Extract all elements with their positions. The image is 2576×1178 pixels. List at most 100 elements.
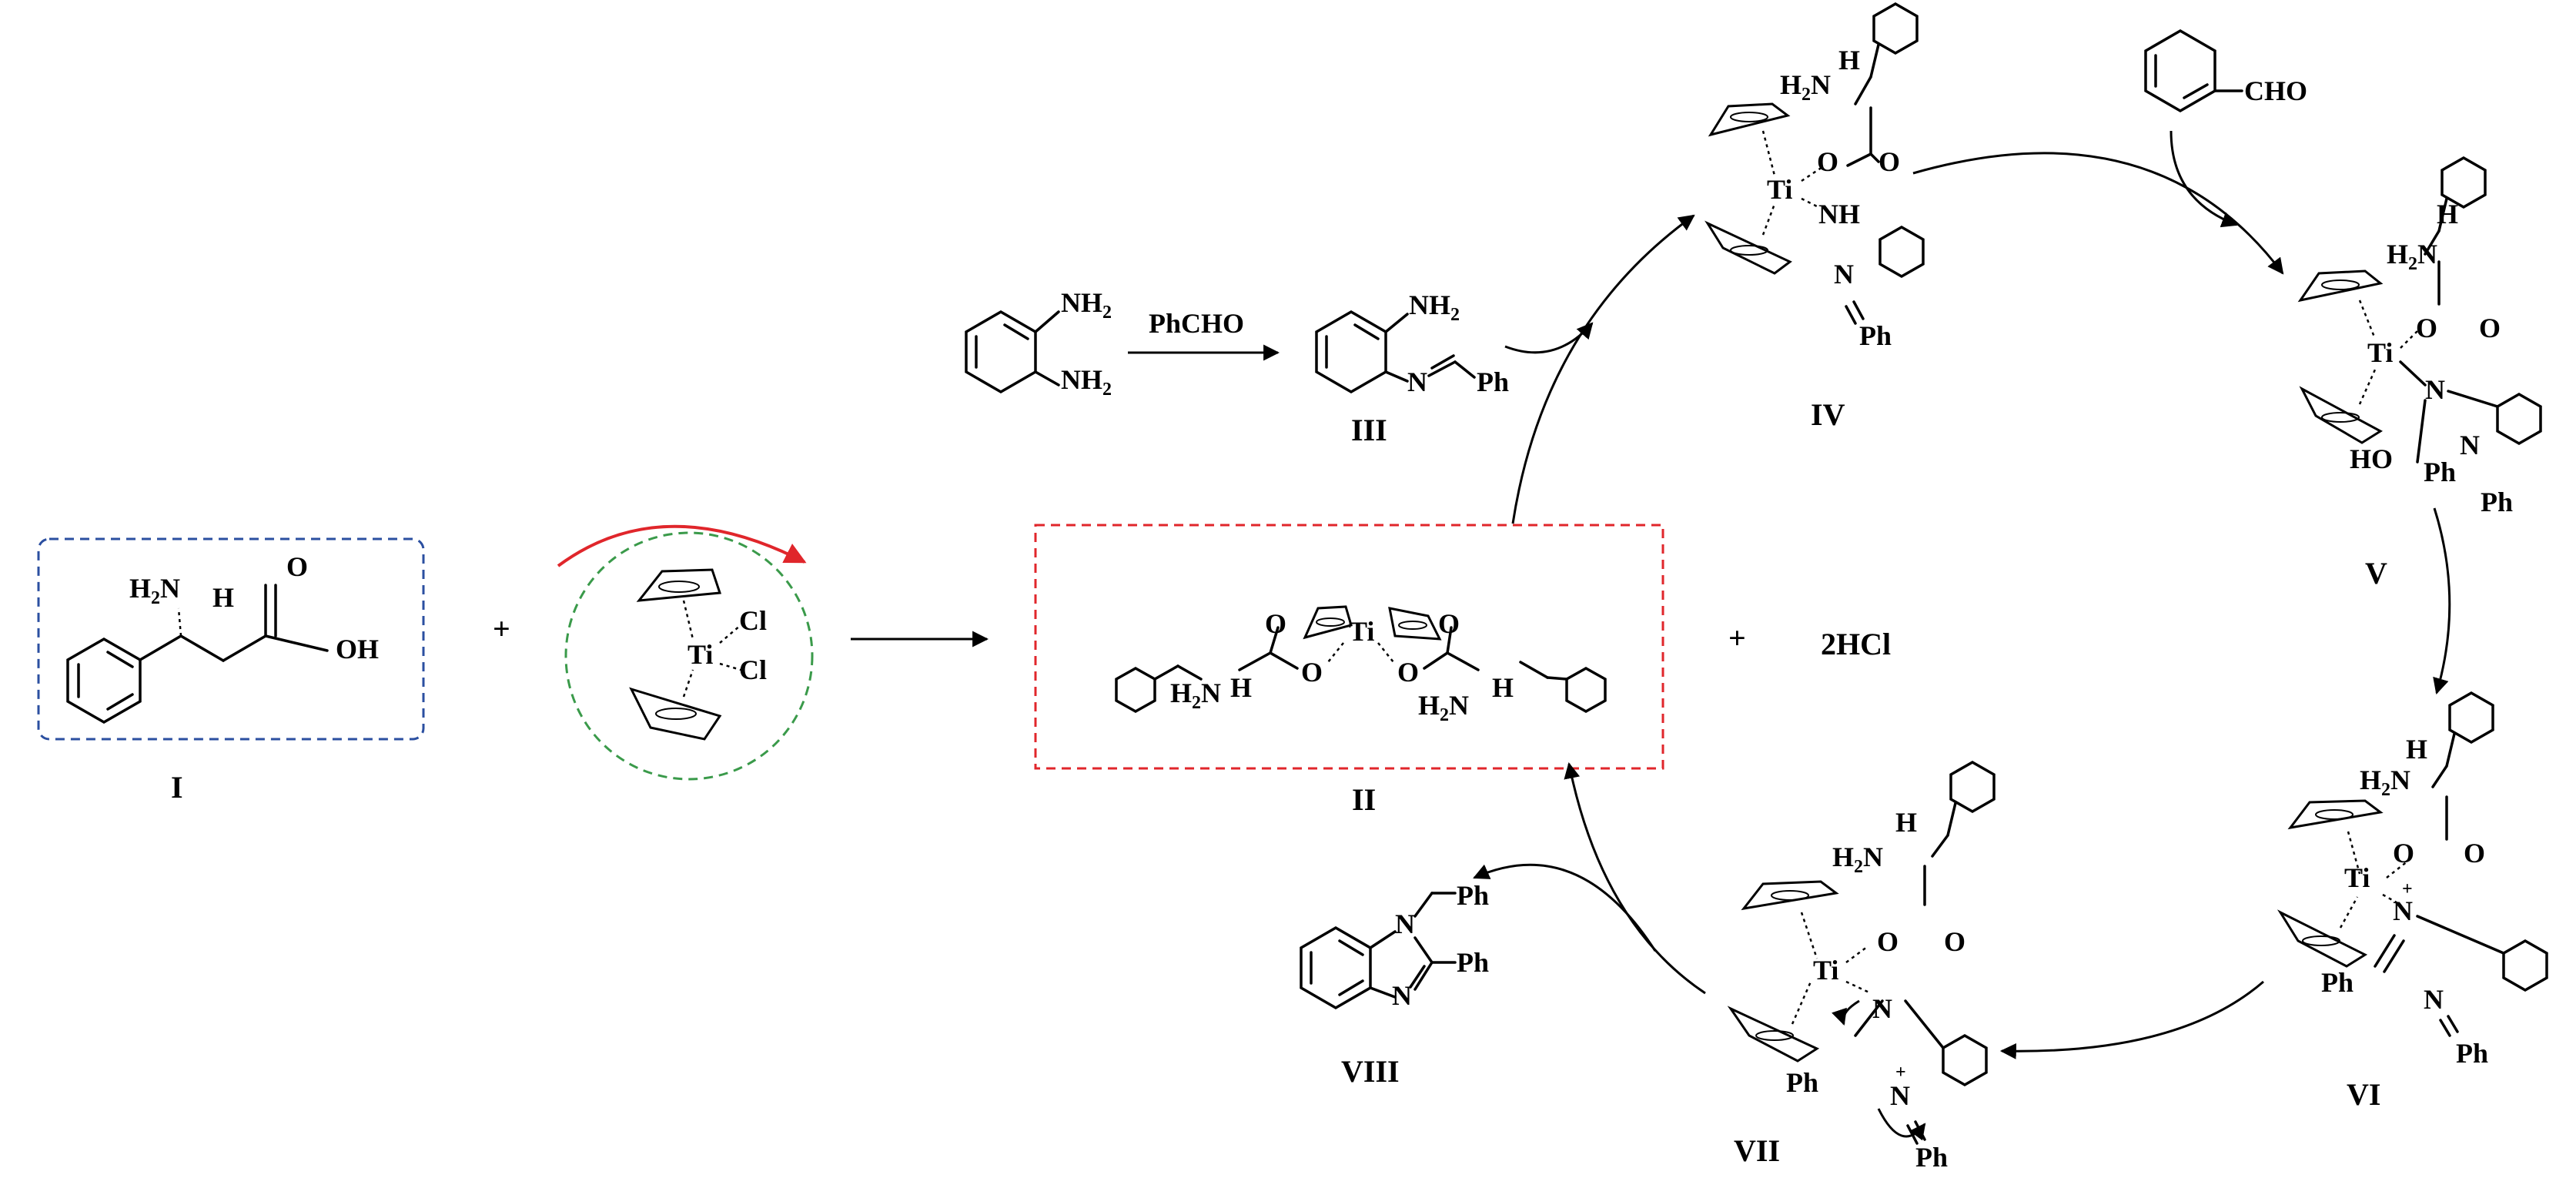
compound-II-h-right: H [1492, 672, 1514, 703]
o-phenylenediamine: NH2 NH2 [965, 287, 1112, 400]
byproduct-2hcl: 2HCl [1821, 627, 1891, 661]
arrow-V-to-VI [2433, 507, 2451, 695]
compound-VI-o-ester: O [2393, 838, 2414, 868]
compound-VI-amine: H2N [2360, 765, 2410, 800]
compound-VIII: N N Ph Ph [1300, 880, 1489, 1011]
compound-II-ti: Ti [1349, 616, 1374, 647]
compound-VII-amine: H2N [1832, 842, 1883, 877]
compound-I: H2N H O OH [37, 537, 425, 741]
cp-ring-top [636, 568, 722, 602]
compound-IV-h: H [1838, 45, 1860, 75]
benzaldehyde: CHO [2144, 28, 2307, 113]
compound-IV-ti: Ti [1767, 174, 1792, 205]
compound-V-o-carbonyl: O [2479, 313, 2501, 343]
compound-VII-o-ester: O [1877, 926, 1899, 957]
compound-VI-ph: Ph [2456, 1038, 2488, 1069]
compound-label-VII: VII [1734, 1133, 1780, 1168]
compound-label-V: V [2365, 556, 2387, 591]
compound-III-ph: Ph [1477, 366, 1509, 397]
compound-VIII-ph: Ph [1457, 947, 1489, 978]
compound-VI-o-carbonyl: O [2464, 838, 2485, 868]
compound-VI: H2N H O O Ti N + Ph N Ph [2277, 691, 2548, 1069]
arrow-IV-to-V [1912, 152, 2284, 275]
compound-VIII-n3: N [1392, 980, 1412, 1011]
compound-VIII-benzyl-ph: Ph [1457, 880, 1489, 911]
compound-VII-charge: + [1895, 1063, 1906, 1083]
compound-label-III: III [1351, 413, 1387, 447]
arrow-II-to-IV [1511, 214, 1695, 524]
compound-VI-n-plus: N [2393, 895, 2413, 926]
compound-II-amine-left: H2N [1170, 678, 1221, 713]
titanocene-cl-2: Cl [739, 654, 767, 685]
compound-VII-ph: Ph [1915, 1142, 1948, 1173]
compound-label-II: II [1352, 782, 1376, 817]
compound-label-IV: IV [1811, 397, 1845, 432]
compound-V-h: H [2437, 199, 2458, 229]
compound-II: H2N H O O Ti O O H2N H [1034, 524, 1664, 770]
compound-VII-h: H [1895, 807, 1917, 838]
compound-label-VIII: VIII [1341, 1054, 1400, 1089]
compound-IV-amine: H2N [1780, 69, 1831, 105]
compound-II-o-left: O [1301, 657, 1323, 688]
compound-VII-n-plus: N [1890, 1080, 1910, 1111]
compound-II-amine-right: H2N [1418, 690, 1469, 725]
compound-I-hydrogen: H [212, 582, 234, 613]
compound-V-n: N [2425, 374, 2445, 405]
diamine-nh2-bottom: NH2 [1061, 364, 1112, 400]
compound-VI-ti: Ti [2344, 862, 2370, 893]
compound-VII-ph-left: Ph [1786, 1067, 1818, 1098]
compound-IV: H2N H O O Ti NH N Ph [1705, 2, 1925, 351]
compound-IV-ph: Ph [1859, 320, 1892, 351]
compound-VI-charge: + [2402, 879, 2413, 899]
compound-V-n-imine: N [2460, 430, 2480, 460]
compound-VII: H2N H O O Ti N Ph N + Ph [1727, 760, 1996, 1173]
diamine-nh2-top: NH2 [1061, 287, 1112, 323]
red-curved-arrow [557, 524, 807, 567]
titanocene-ti: Ti [687, 639, 713, 670]
compound-VI-ph-left: Ph [2321, 967, 2354, 998]
plus-sign-2: + [1728, 621, 1746, 655]
compound-V-ti: Ti [2367, 337, 2393, 368]
arrow-VI-to-VII [1999, 980, 2264, 1059]
compound-III-n: N [1407, 366, 1427, 397]
reagent-phcho: PhCHO [1149, 308, 1244, 339]
compound-I-dashed-box [37, 537, 425, 741]
compound-I-carbonyl-o: O [286, 551, 308, 582]
compound-III-nh2: NH2 [1409, 289, 1460, 325]
benzaldehyde-cho: CHO [2244, 75, 2307, 106]
arrow-VII-to-II [1564, 761, 1706, 995]
arrow-benzaldehyde-in [2170, 130, 2238, 228]
compound-VI-h: H [2406, 734, 2427, 765]
compound-III: NH2 N Ph [1315, 289, 1509, 397]
titanocene-dashed-circle [564, 531, 814, 781]
plus-sign-1: + [493, 611, 510, 646]
compound-V-amine: H2N [2387, 239, 2437, 274]
compound-VI-n-imine: N [2424, 984, 2444, 1015]
compound-V: H2N H O O Ti N HO Ph N Ph [2297, 156, 2542, 517]
compound-IV-nh: NH [1818, 199, 1860, 229]
compound-V-o-ester: O [2416, 313, 2437, 343]
compound-II-carbonyl-o-left: O [1265, 608, 1286, 639]
compound-label-I: I [171, 770, 183, 805]
compound-V-ph-carbinol: Ph [2424, 457, 2456, 487]
compound-V-ph: Ph [2481, 487, 2513, 517]
titanocene-dichloride: Ti Cl Cl [557, 524, 814, 781]
compound-IV-n-imine: N [1834, 259, 1854, 289]
compound-IV-o-ester: O [1817, 146, 1838, 177]
compound-VII-o-carbonyl: O [1944, 926, 1965, 957]
titanocene-cl-1: Cl [739, 605, 767, 636]
compound-VII-ti: Ti [1813, 955, 1838, 986]
compound-I-amine: H2N [129, 573, 180, 608]
compound-IV-o-carbonyl: O [1878, 146, 1900, 177]
cp-ring-bottom [629, 687, 722, 741]
compound-II-h-left: H [1230, 672, 1252, 703]
compound-VIII-n1: N [1395, 909, 1415, 939]
compound-V-ho: HO [2350, 443, 2393, 474]
compound-II-dashed-box [1034, 524, 1664, 770]
compound-II-o-right: O [1397, 657, 1419, 688]
compound-II-carbonyl-o-right: O [1438, 608, 1460, 639]
compound-label-VI: VI [2347, 1077, 2380, 1112]
compound-VII-n: N [1872, 993, 1892, 1024]
arrow-to-VIII [1473, 863, 1657, 952]
